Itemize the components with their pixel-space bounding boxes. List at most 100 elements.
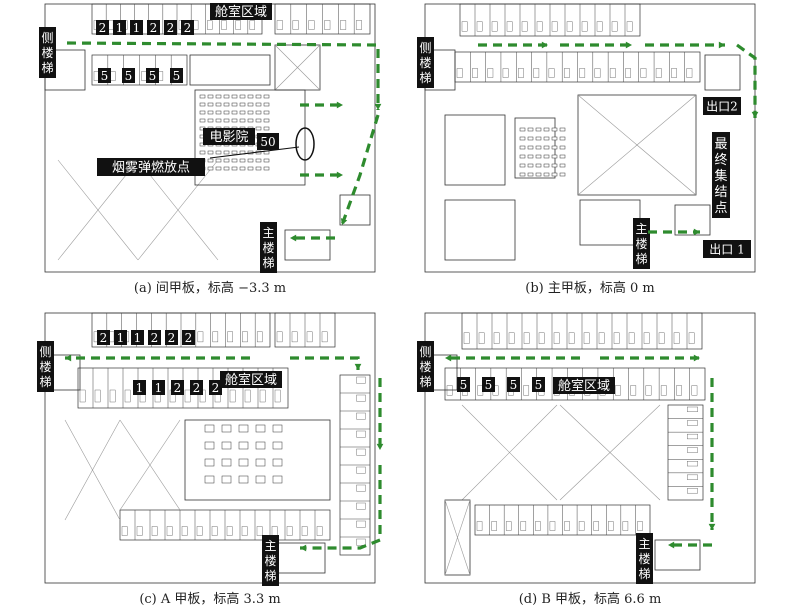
panel-a-cinema-seat xyxy=(207,94,214,99)
panel-c-cabins-bottom-fixture xyxy=(271,526,278,536)
panel-c-cabins-right-fixture xyxy=(356,538,366,546)
panel-a-top-count: 2 xyxy=(184,21,192,35)
panel-a-cinema-seat xyxy=(207,102,214,107)
panel-c-top-count-box xyxy=(131,330,144,345)
panel-a-cinema-seat xyxy=(231,158,238,163)
panel-c-cabins-right-fixture xyxy=(356,376,366,384)
panel-c-top-count: 1 xyxy=(117,331,125,345)
panel-c-cafe-table xyxy=(221,475,232,484)
panel-c-cafe-table xyxy=(272,441,283,450)
panel-c-cabins-bottom-fixture xyxy=(286,526,293,536)
panel-c-top-count-box xyxy=(165,330,178,345)
panel-b-cabins-top-fixture xyxy=(581,21,588,32)
panel-b-cabins-top-fixture xyxy=(626,21,633,32)
panel-b-cabins-top-fixture xyxy=(611,21,618,32)
panel-c-side-stair-label-bg xyxy=(37,341,54,392)
panel-c-cabins-bottom-fixture xyxy=(301,526,308,536)
panel-a-cinema-seat xyxy=(231,118,238,123)
panel-d-cabins-lower xyxy=(444,367,706,401)
panel-b-cabins-mid-fixture xyxy=(456,68,463,78)
panel-c-cabins-top2-fixture xyxy=(291,331,298,343)
panel-a-cabins-top2-fixture xyxy=(340,20,347,30)
panel-c-cabins-top-fixture xyxy=(227,331,233,343)
panel-c-cabins-bottom-fixture xyxy=(181,526,188,536)
panel-b-route-exit-arrow xyxy=(693,228,700,236)
panel-b-main-stair-label-bg xyxy=(633,218,650,269)
panel-b-atrium-cross xyxy=(577,94,697,196)
panel-a-cinema-seat xyxy=(231,102,238,107)
panel-d-void-cross xyxy=(461,404,558,501)
panel-c-side-stair-label: 侧楼梯 xyxy=(39,345,51,389)
panel-a-top-count-box xyxy=(147,20,160,35)
panel-c-cafe-table xyxy=(221,424,232,433)
panel-a-lounge xyxy=(189,54,271,86)
panel-a-cabin-area-label-bg xyxy=(210,3,272,20)
panel-b-table xyxy=(535,136,542,141)
panel-c-lounge xyxy=(184,419,331,501)
panel-a-void-cross2 xyxy=(137,159,219,261)
panel-d-cabins-top-fixture xyxy=(643,332,650,344)
panel-b-table xyxy=(559,127,566,132)
panel-b-table xyxy=(551,154,558,159)
panel-d-route-stair-arrow xyxy=(668,541,675,549)
panel-a-room-cross xyxy=(274,44,321,91)
panel-d-cabins-top-fixture xyxy=(673,332,680,344)
panel-c-cafe-table xyxy=(238,424,249,433)
panel-a-main-stair-label-bg xyxy=(260,222,277,273)
panel-a-route-to-stair-arrow xyxy=(290,234,297,242)
panel-b-table xyxy=(527,172,534,177)
panel-c-cabins-right-fixture xyxy=(356,520,366,528)
panel-d-cabins-top-fixture xyxy=(463,332,470,344)
panel-b-dining xyxy=(444,114,506,186)
panel-a-top-count-box xyxy=(96,20,109,35)
panel-d-stair-main xyxy=(654,539,701,571)
panel-a-cinema-seat xyxy=(239,166,246,171)
caption-b: (b) 主甲板，标高 0 m xyxy=(525,281,655,296)
panel-a-top-count: 2 xyxy=(150,21,158,35)
panel-b-office xyxy=(579,199,641,246)
panel-c-lower-count: 2 xyxy=(193,381,201,395)
panel-a-cinema-seat xyxy=(247,94,254,99)
panel-b-table xyxy=(535,145,542,150)
panel-c-cafe-table xyxy=(255,424,266,433)
panel-a-cinema-seat xyxy=(215,158,222,163)
panel-a-cabins-top-fixture xyxy=(249,20,255,30)
panel-a-cabins-top2-fixture xyxy=(276,20,283,30)
panel-b-cabins-mid-fixture xyxy=(671,68,677,78)
panel-a-lower-count: 5 xyxy=(149,69,157,83)
panel-c-lower-count-box xyxy=(209,380,222,395)
panel-b-side-stair-label: 侧楼梯 xyxy=(419,41,431,85)
panel-a-cabins-top2-fixture xyxy=(355,20,362,30)
panel-d-cabins-right-fixture xyxy=(687,406,698,412)
panel-d-cabins-top-fixture xyxy=(523,332,530,344)
panel-a-cinema-seat xyxy=(247,158,254,163)
panel-d-cabins-bottom-fixture xyxy=(505,521,512,531)
panel-a-cinema-seat xyxy=(263,126,270,131)
panel-c-cafe-table xyxy=(221,458,232,467)
panel-c-top-count: 2 xyxy=(100,331,108,345)
panel-a-side-stair-label-bg xyxy=(39,27,56,78)
panel-a-cinema-seat xyxy=(207,158,214,163)
panel-d-cabins-lower-fixture xyxy=(660,385,667,396)
panel-a-stair-main xyxy=(284,229,331,261)
panel-b-exit-2-label: 出口2 xyxy=(706,99,738,113)
panel-c-lower-count-box xyxy=(133,380,146,395)
panel-b-table xyxy=(551,136,558,141)
panel-a-cinema-seat xyxy=(215,110,222,115)
caption-d: (d) B 甲板，标高 6.6 m xyxy=(518,592,662,607)
panel-d-cabins-bottom-fixture xyxy=(608,521,614,531)
panel-a-cinema-seat xyxy=(223,110,230,115)
panel-c-cabins-lower-fixture xyxy=(184,389,191,403)
panel-a-smoke-label: 烟雾弹燃放点 xyxy=(112,160,190,176)
panel-d-void-cross2 xyxy=(559,404,661,501)
panel-a-cabins-top2-fixture xyxy=(292,20,299,30)
panel-b-exit-1-label-bg xyxy=(703,240,751,258)
panel-b-stair-main xyxy=(674,204,711,236)
panel-c-lower-count: 1 xyxy=(155,381,163,395)
panel-a-cinema-seat xyxy=(207,150,214,155)
panel-c-cabins-top-fixture xyxy=(197,331,204,343)
panel-d-cabin-area-label-bg xyxy=(553,377,615,394)
panel-a-lower-count-box xyxy=(122,68,135,83)
panel-b-route-1-arrow xyxy=(541,41,548,49)
panel-b-table xyxy=(519,136,526,141)
